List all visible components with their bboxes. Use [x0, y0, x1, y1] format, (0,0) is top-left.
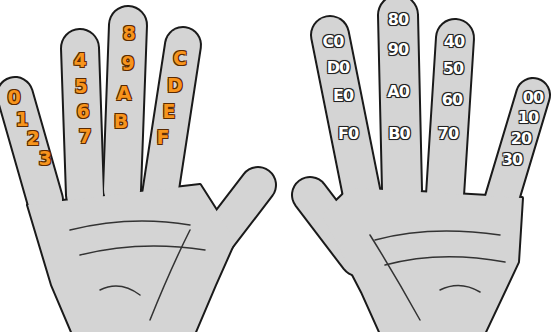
finger-digit: 7	[78, 127, 91, 146]
finger-digit: 60	[442, 92, 462, 108]
finger-digit: F0	[338, 126, 358, 142]
finger-digit: 70	[438, 126, 458, 142]
finger-digit: 4	[73, 51, 86, 70]
finger-digit: E0	[333, 88, 353, 104]
finger-digit: B	[114, 112, 128, 131]
finger-digit: 8	[122, 24, 135, 43]
finger-digit: C0	[323, 34, 344, 50]
finger-digit: 0	[7, 88, 20, 107]
finger-digit: 20	[511, 131, 531, 147]
finger-digit: 90	[388, 42, 408, 58]
finger-digit: B0	[388, 126, 409, 142]
finger-digit: 40	[444, 34, 464, 50]
finger-digit: F	[157, 128, 170, 147]
finger-digit: 80	[388, 12, 408, 28]
finger-digit: 5	[74, 77, 87, 96]
finger-digit: C	[173, 49, 187, 68]
finger-digit: 50	[443, 61, 463, 77]
finger-digit: 3	[38, 149, 51, 168]
finger-digit: 2	[26, 129, 39, 148]
finger-digit: A	[117, 84, 132, 103]
finger-digit: 00	[523, 90, 543, 106]
finger-digit: 1	[15, 110, 28, 129]
finger-digit: D0	[327, 60, 349, 76]
finger-digit: 9	[121, 54, 134, 73]
finger-digit: 10	[518, 110, 538, 126]
finger-digit: 6	[76, 102, 89, 121]
finger-digit: E	[163, 102, 176, 121]
finger-digit: 30	[502, 152, 522, 168]
finger-digit: D	[167, 76, 183, 95]
finger-digit: A0	[387, 84, 409, 100]
